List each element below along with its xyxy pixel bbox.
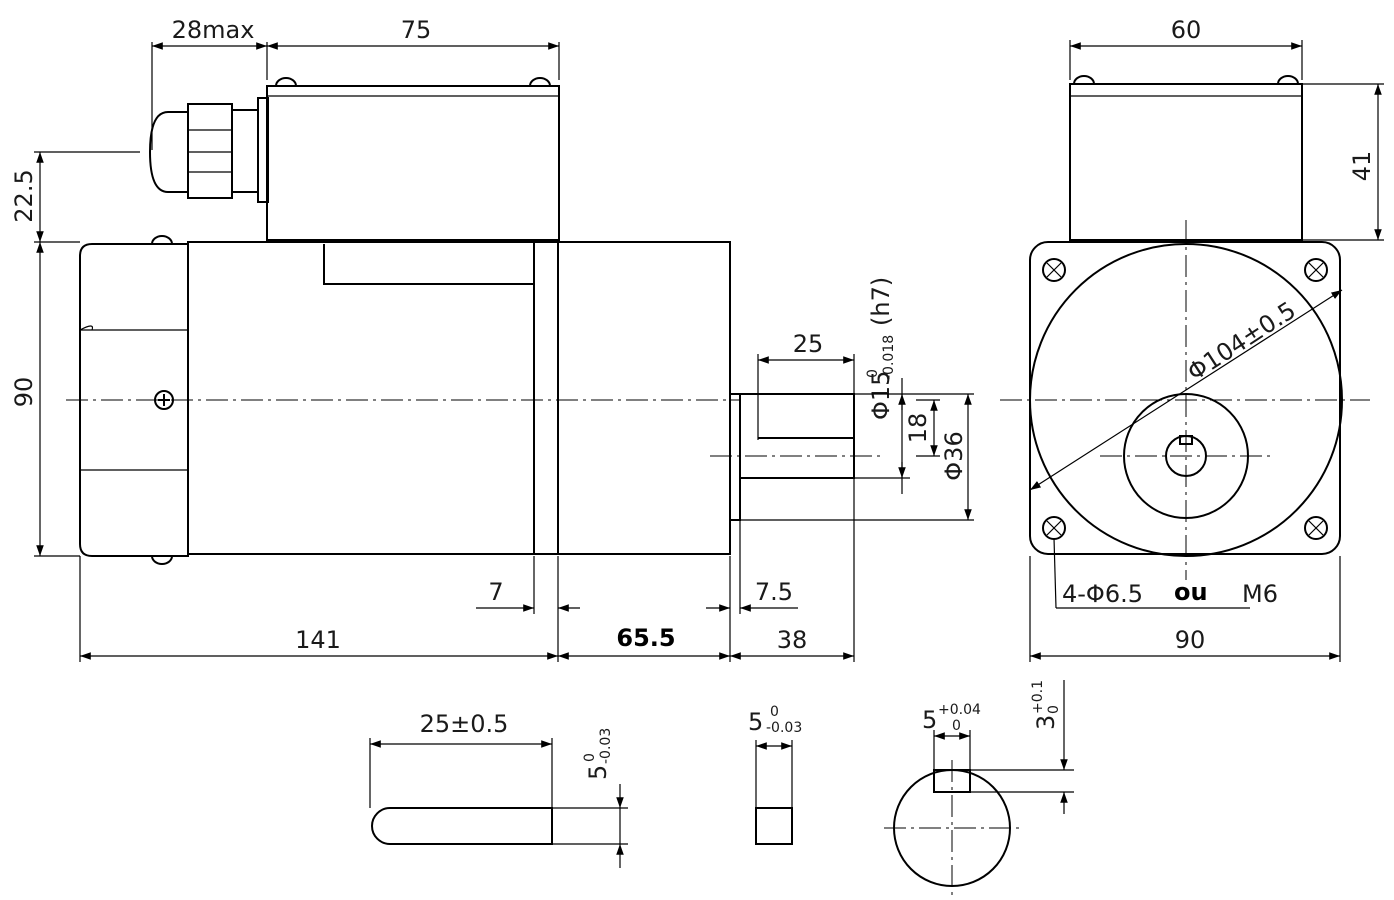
front-view-dimensions: 60 41 Φ104±0.5 4-Φ6.5 ou M6 90 <box>1029 16 1384 662</box>
shaft-section: 5 +0.04 0 3 +0.1 0 <box>884 680 1074 896</box>
dim-key-detail-length: 25±0.5 <box>420 710 509 738</box>
dim-flange-7: 7 <box>488 578 503 606</box>
dim-keyway-width-lower: 0 <box>952 718 961 734</box>
svg-text:3: 3 <box>1032 715 1060 730</box>
dim-flange-length: 65.5 <box>616 624 675 652</box>
svg-text:0: 0 <box>582 753 598 762</box>
svg-text:-0.03: -0.03 <box>598 728 614 764</box>
svg-text:Φ15: Φ15 <box>867 371 895 420</box>
dim-gland-max: 28max <box>172 16 255 44</box>
key-detail: 25±0.5 5 0 -0.03 <box>369 710 628 868</box>
screw-head-icon <box>1277 75 1299 85</box>
dim-box-length: 75 <box>401 16 432 44</box>
output-shaft <box>739 393 855 479</box>
dim-flange-7-5: 7.5 <box>755 578 793 606</box>
dim-thread: M6 <box>1242 580 1278 608</box>
pilot-boss <box>729 393 741 521</box>
svg-text:5: 5 <box>584 765 612 780</box>
svg-text:0: 0 <box>865 369 881 378</box>
dim-18: 18 <box>904 413 932 444</box>
dim-key-section-lower: -0.03 <box>766 720 802 736</box>
dim-shaft-length: 38 <box>777 626 808 654</box>
dim-shaft-diameter: Φ15 0 -0.018 (h7) <box>865 277 897 420</box>
terminal-box-front <box>1069 83 1303 241</box>
dim-holes: 4-Φ6.5 <box>1062 580 1143 608</box>
dim-key-section-upper: 0 <box>770 704 779 720</box>
svg-text:-0.018: -0.018 <box>881 335 897 380</box>
key-section: 5 0 -0.03 <box>748 704 802 845</box>
front-view <box>1000 75 1370 580</box>
mounting-hole-icon <box>1304 258 1328 282</box>
gear-housing <box>557 241 731 555</box>
svg-text:(h7): (h7) <box>867 277 895 326</box>
svg-text:0: 0 <box>1046 705 1062 714</box>
nameplate-recess <box>323 244 534 285</box>
screw-head-icon <box>275 77 297 87</box>
screw-head-icon <box>151 555 173 565</box>
dim-key-section-base: 5 <box>748 708 763 736</box>
dim-key-length: 25 <box>793 330 824 358</box>
dim-body-length: 141 <box>295 626 341 654</box>
dim-box-height-front: 41 <box>1348 151 1376 182</box>
cable-gland-icon <box>148 97 269 203</box>
dim-key-width: 5 0 -0.03 <box>582 728 614 780</box>
dim-body-height: 90 <box>10 377 38 408</box>
dim-box-height-side: 22.5 <box>10 169 38 222</box>
screw-head-icon <box>529 77 551 87</box>
dim-keyway-depth: 3 +0.1 0 <box>1030 680 1062 730</box>
dim-keyway-width-upper: +0.04 <box>938 702 981 718</box>
terminal-box-side <box>266 77 560 241</box>
svg-text:+0.1: +0.1 <box>1030 680 1046 714</box>
or-word: ou <box>1174 578 1208 606</box>
dim-box-width: 60 <box>1171 16 1202 44</box>
screw-head-icon <box>1073 75 1095 85</box>
dim-flange-width: 90 <box>1175 626 1206 654</box>
flange-plate <box>533 241 559 555</box>
dim-pcd: Φ104±0.5 <box>1182 296 1300 386</box>
side-view-dimensions: 28max 75 22.5 90 25 Φ15 0 -0.018 (h7) 18 <box>10 16 974 662</box>
dim-pilot-diameter: Φ36 <box>940 431 968 480</box>
dim-keyway-width-base: 5 <box>922 706 937 734</box>
mounting-hole-icon <box>1304 516 1328 540</box>
side-view <box>66 77 880 565</box>
motor-body <box>187 241 535 555</box>
screw-head-icon <box>151 235 173 245</box>
mounting-hole-icon <box>1042 516 1066 540</box>
mounting-hole-icon <box>1042 258 1066 282</box>
rear-cap <box>79 235 189 565</box>
